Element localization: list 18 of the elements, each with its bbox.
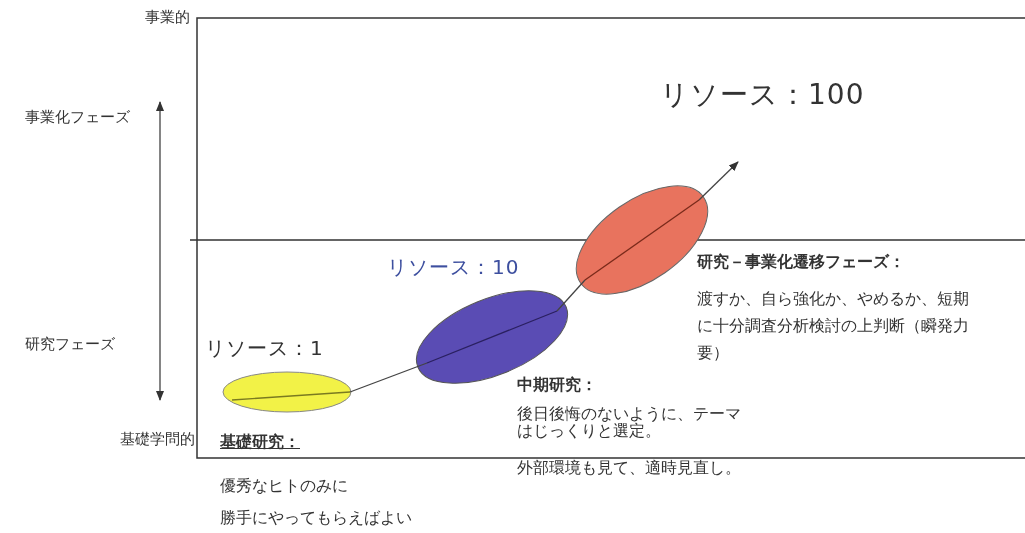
axis-label: 事業的 xyxy=(144,8,190,26)
phase-label: 研究フェーズ xyxy=(25,335,116,353)
arrow xyxy=(698,161,739,201)
resource-label: リソース：100 xyxy=(660,77,865,113)
section-heading: 基礎研究： xyxy=(220,432,301,452)
description-text: 外部環境も見て、適時見直し。 xyxy=(517,458,742,478)
connector-line xyxy=(556,279,586,312)
section-heading: 中期研究： xyxy=(517,375,598,395)
description-text: 勝手にやってもらえばよい xyxy=(220,508,413,528)
axis-label: 基礎学問的 xyxy=(119,430,195,448)
description-text: 後日後悔のないように、テーマはじっくりと選定。 xyxy=(517,405,742,439)
section-heading: 研究－事業化遷移フェーズ： xyxy=(697,252,906,272)
connector-line xyxy=(349,362,428,393)
resource-label: リソース：10 xyxy=(387,254,520,281)
description-text: 優秀なヒトのみに xyxy=(220,476,349,496)
resource-label: リソース：1 xyxy=(205,335,324,362)
phase-label: 事業化フェーズ xyxy=(25,108,131,126)
description-text: 渡すか、自ら強化か、やめるか、短期に十分調査分析検討の上判断（瞬発力要） xyxy=(697,288,970,364)
